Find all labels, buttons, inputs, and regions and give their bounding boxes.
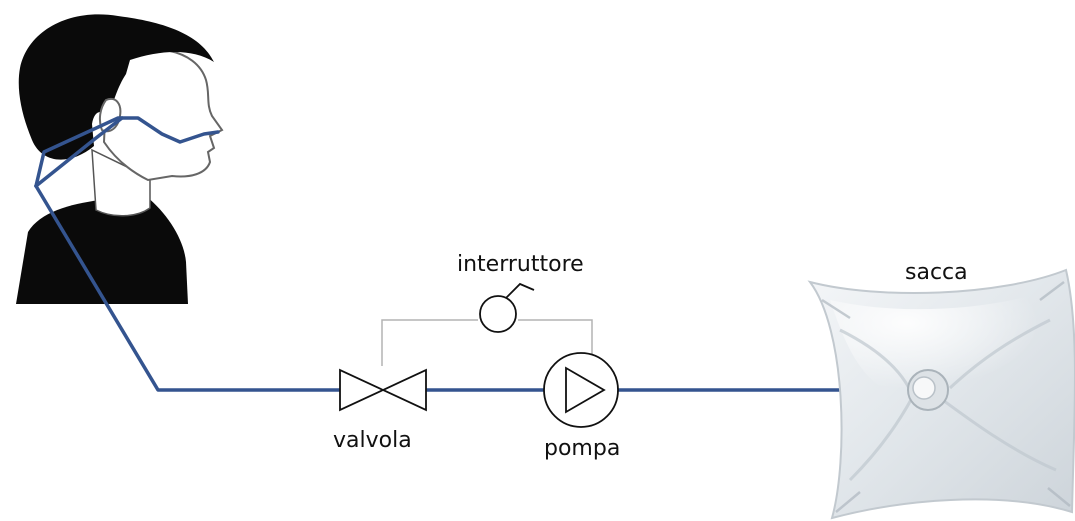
control-wire <box>381 319 593 366</box>
person-head-silhouette-icon <box>16 14 224 304</box>
switch-symbol-icon <box>479 282 535 333</box>
person-neck <box>91 148 151 217</box>
valve-label: valvola <box>333 428 412 453</box>
pump-label: pompa <box>544 436 621 461</box>
bag-crease-2 <box>821 281 1071 513</box>
pump-symbol-icon <box>543 352 619 428</box>
valve-symbol-icon <box>339 368 427 412</box>
bag-shine <box>830 290 1050 400</box>
person-hair <box>18 14 215 160</box>
bag-label: sacca <box>905 260 968 285</box>
cannula-ear-loop <box>34 116 124 188</box>
bag-crease-1 <box>839 318 1057 482</box>
switch-label: interruttore <box>457 252 584 277</box>
nasal-cannula <box>34 116 220 188</box>
sample-bag-icon <box>807 268 1075 520</box>
main-tube-line <box>34 184 342 392</box>
